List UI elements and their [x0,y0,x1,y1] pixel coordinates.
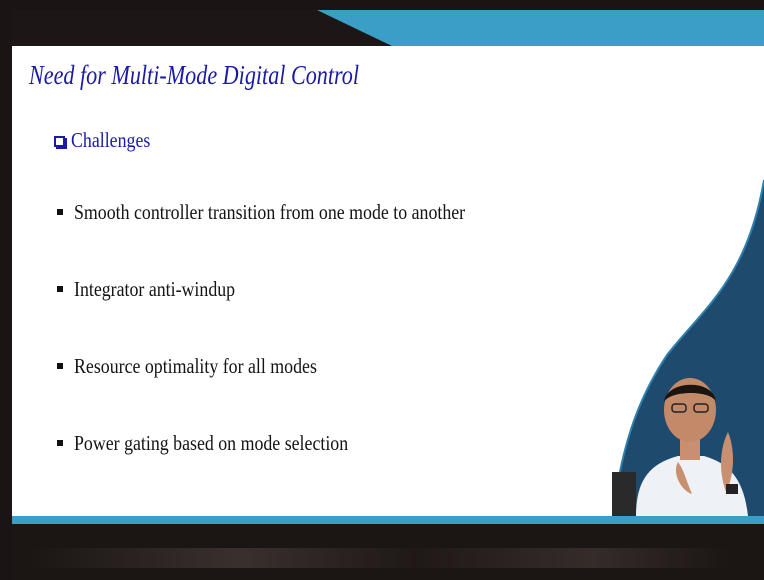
bullet-text: Smooth controller transition from one mo… [74,199,466,224]
slide-title: Need for Multi-Mode Digital Control [29,60,360,90]
bullet-text: Power gating based on mode selection [74,430,349,455]
section-label: Challenges [71,128,151,152]
bottom-accent-stripe [12,516,764,524]
section-heading: Challenges [54,128,164,153]
square-bullet-icon [57,209,63,215]
square-bullet-icon [57,286,63,292]
top-banner [12,10,764,46]
list-item: Integrator anti-windup [57,275,534,303]
list-item: Resource optimality for all modes [57,352,534,380]
list-item: Power gating based on mode selection [57,429,534,457]
square-bullet-icon [57,363,63,369]
bullet-text: Resource optimality for all modes [74,353,317,378]
bullet-text: Integrator anti-windup [74,276,236,301]
list-item: Smooth controller transition from one mo… [57,198,534,226]
square-bullet-icon [57,440,63,446]
checkbox-bullet-icon [54,136,65,147]
bottom-band-highlight [30,548,730,568]
bullet-list: Smooth controller transition from one mo… [57,198,534,506]
slide: Need for Multi-Mode Digital Control Chal… [12,10,764,524]
presenter-video-overlay [612,378,748,516]
